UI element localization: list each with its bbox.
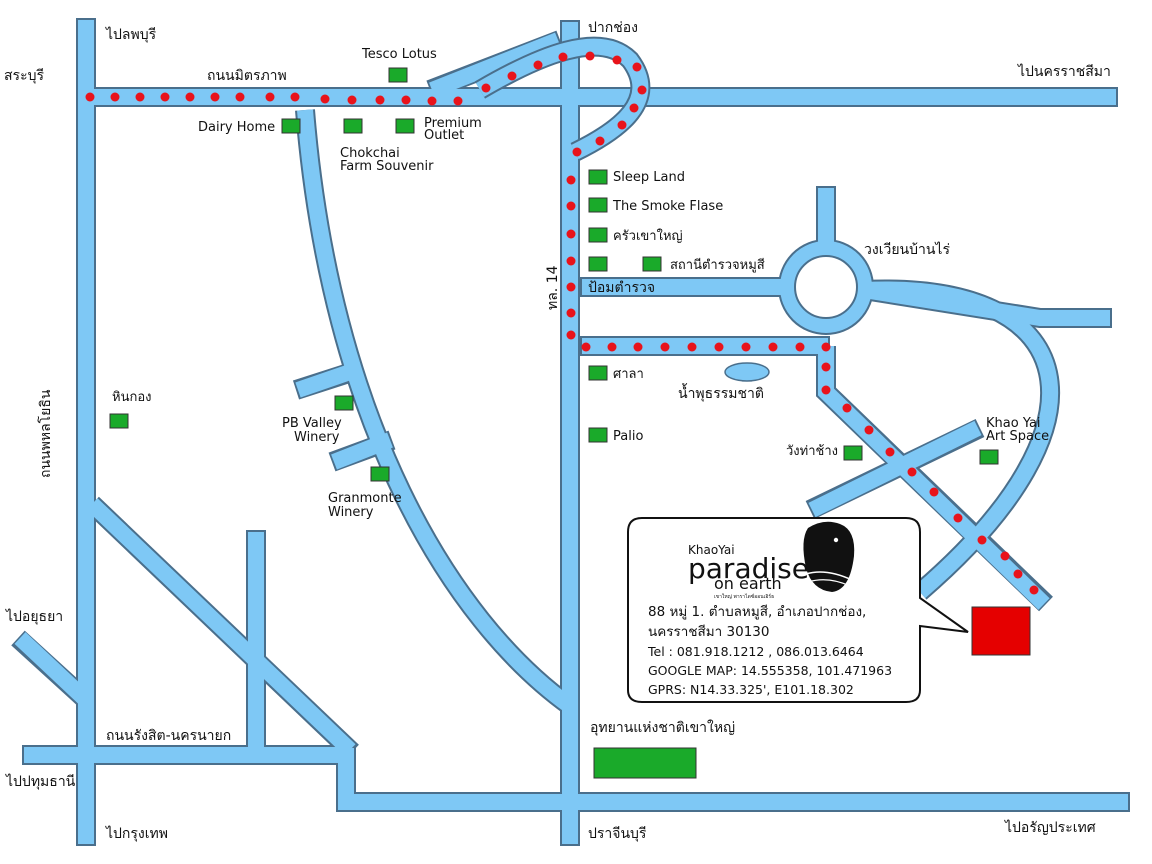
national-park-marker xyxy=(593,747,697,779)
logo-emblem-icon xyxy=(803,521,855,592)
hin-kong-marker xyxy=(109,413,129,429)
art-space-label-2: Art Space xyxy=(986,429,1049,444)
pb-valley-marker xyxy=(334,395,354,411)
tel-line: Tel : 081.918.1212 , 086.013.6464 xyxy=(647,644,864,659)
speech-bubble xyxy=(627,517,969,703)
to-nakhon-ratchasima-label: ไปนครราชสีมา xyxy=(1017,63,1111,80)
address-line-1: 88 หมู่ 1. ตำบลหมูสี, อำเภอปากช่อง, xyxy=(648,604,866,620)
hin-kong-label: หินกอง xyxy=(112,390,151,405)
police-booth-label: ป้อมตำรวจ xyxy=(588,280,655,296)
palio-label: Palio xyxy=(613,429,643,444)
police-booth-marker xyxy=(588,256,608,272)
chokchai-marker xyxy=(343,118,363,134)
art-space-label-1: Khao Yai xyxy=(986,416,1041,431)
smoke-flase-marker xyxy=(588,197,608,213)
logo-sub: on earth xyxy=(714,574,782,593)
sala-label: ศาลา xyxy=(613,367,644,382)
police-station-label: สถานีตำรวจหมูสี xyxy=(670,257,765,273)
roundabout-label: วงเวียนบ้านไร่ xyxy=(864,241,950,258)
chokchai-label-2: Farm Souvenir xyxy=(340,159,434,174)
to-ayutthaya-label: ไปอยุธยา xyxy=(5,608,63,625)
dairy-home-label: Dairy Home xyxy=(198,120,275,135)
dairy-home-marker xyxy=(281,118,301,134)
prachinburi-label: ปราจีนบุรี xyxy=(588,826,647,842)
pond xyxy=(724,362,770,382)
granmonte-label-1: Granmonte xyxy=(328,491,402,506)
google-map-line: GOOGLE MAP: 14.555358, 101.471963 xyxy=(648,663,892,678)
landmark-markers xyxy=(109,67,999,779)
logo-small: KhaoYai xyxy=(688,543,735,557)
info-card: KhaoYai paradise on earth เขาใหญ่ พาราได… xyxy=(627,517,969,703)
granmonte-marker xyxy=(370,466,390,482)
premium-outlet-marker xyxy=(395,118,415,134)
tesco-marker xyxy=(388,67,408,83)
roundabout-center xyxy=(794,255,858,319)
krua-label: ครัวเขาใหญ่ xyxy=(613,228,683,244)
wang-tha-chang-label: วังท่าช้าง xyxy=(786,444,838,459)
sala-marker xyxy=(588,365,608,381)
palio-marker xyxy=(588,427,608,443)
destination-marker xyxy=(971,606,1031,656)
premium-label-1: Premium xyxy=(424,116,482,131)
hw14-label: ทล. 14 xyxy=(545,265,561,310)
to-lopburi-label: ไปลพบุรี xyxy=(105,26,157,43)
logo-tagline: เขาใหญ่ พาราไดซ์ออนเอิร์ธ xyxy=(714,593,774,600)
national-park-label: อุทยานแห่งชาติเขาใหญ่ xyxy=(590,719,735,736)
granmonte-label-2: Winery xyxy=(328,505,374,520)
premium-label-2: Outlet xyxy=(424,128,464,143)
police-station-marker xyxy=(642,256,662,272)
gprs-line: GPRS: N14.33.325', E101.18.302 xyxy=(648,682,854,697)
rangsit-road-label: ถนนรังสิต-นครนายก xyxy=(106,728,231,744)
krua-marker xyxy=(588,227,608,243)
phahonyothin-label: ถนนพหลโยธิน xyxy=(37,389,54,478)
sleep-land-marker xyxy=(588,169,608,185)
pb-valley-label-1: PB Valley xyxy=(282,416,342,431)
to-bangkok-label: ไปกรุงเทพ xyxy=(105,825,168,842)
tesco-label: Tesco Lotus xyxy=(361,47,437,62)
pakchong-label: ปากช่อง xyxy=(588,20,638,36)
sleep-land-label: Sleep Land xyxy=(613,170,685,185)
route-dots xyxy=(85,51,1039,595)
place-labels: ไปลพบุรี สระบุรี ถนนมิตรภาพ ปากช่อง ไปนค… xyxy=(4,20,1111,842)
art-space-marker xyxy=(979,449,999,465)
saraburi-label: สระบุรี xyxy=(4,68,44,84)
to-aranyaprathet-label: ไปอรัญประเทศ xyxy=(1004,819,1096,836)
waterfall-label: น้ำพุธรรมชาติ xyxy=(678,383,764,402)
roads-fill xyxy=(14,20,1128,844)
smoke-flase-label: The Smoke Flase xyxy=(612,199,723,214)
address-line-2: นครราชสีมา 30130 xyxy=(648,624,769,640)
loop-road xyxy=(475,38,649,160)
wang-tha-chang-marker xyxy=(843,445,863,461)
landmark-labels: Tesco Lotus Dairy Home Chokchai Farm Sou… xyxy=(112,47,1049,736)
chokchai-label-1: Chokchai xyxy=(340,146,400,161)
pb-valley-label-2: Winery xyxy=(294,430,340,445)
to-pathumthani-label: ไปปทุมธานี xyxy=(5,773,76,790)
mittraphap-label: ถนนมิตรภาพ xyxy=(207,68,287,84)
logo-main: paradise xyxy=(688,552,809,585)
